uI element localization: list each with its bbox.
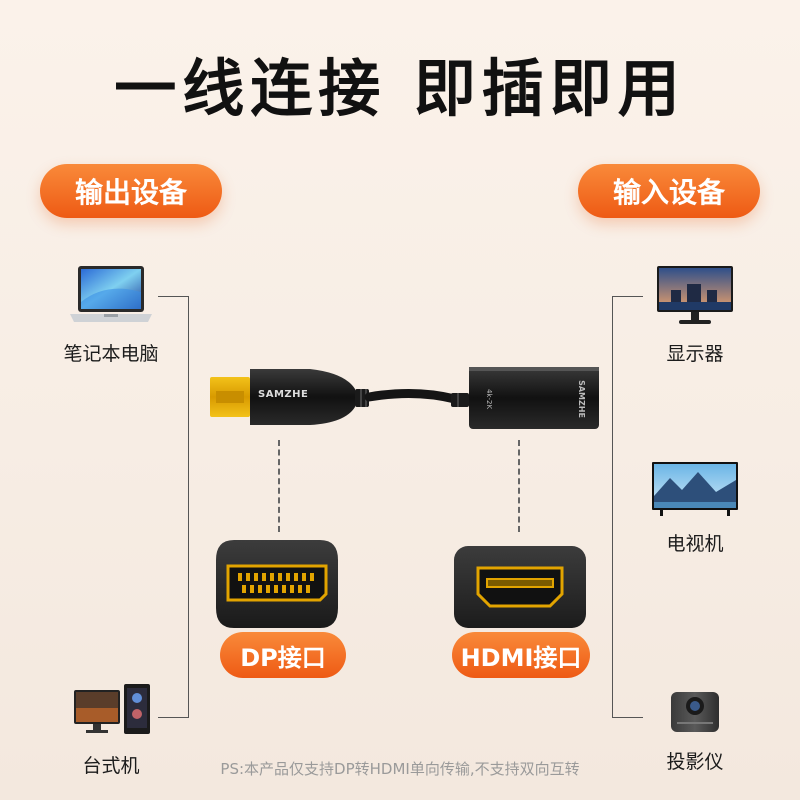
device-label-laptop: 笔记本电脑 [63,343,159,365]
housing-spec-text: 4k-2K [485,389,493,409]
hdmi-port-icon [454,546,586,628]
device-label-projector: 投影仪 [666,751,724,773]
output-devices-badge: 输出设备 [40,164,222,218]
dp-dash-line [278,440,280,532]
hdmi-housing [469,367,599,429]
device-label-tv: 电视机 [666,533,724,555]
plug-brand-text: SAMZHE [258,389,309,400]
device-label-monitor: 显示器 [666,343,724,365]
desktop-pc-icon [74,684,150,734]
laptop-icon [70,266,152,322]
tv-icon [652,462,738,516]
input-devices-bracket [612,296,643,718]
device-desktop: 台式机 [56,680,166,778]
hdmi-port-label: HDMI接口 [452,632,590,678]
dp-port-icon [216,540,338,628]
projector-icon [671,692,719,732]
hdmi-dash-line [518,440,520,532]
cable [364,388,460,404]
device-projector: 投影仪 [640,688,750,774]
dp-plug-housing [250,369,355,425]
dp-to-hdmi-adapter: 4k-2K SAMZHE [210,367,599,429]
footnote: PS:本产品仅支持DP转HDMI单向传输,不支持双向互转 [220,760,580,778]
device-tv: 电视机 [640,458,750,556]
dp-port-label: DP接口 [220,632,346,678]
device-laptop: 笔记本电脑 [56,262,166,366]
input-devices-badge: 输入设备 [578,164,760,218]
monitor-icon [657,266,733,324]
device-label-desktop: 台式机 [82,755,140,777]
housing-brand-text: SAMZHE [577,380,586,418]
output-devices-bracket [158,296,189,718]
device-monitor: 显示器 [640,264,750,366]
page-title: 一线连接 即插即用 [114,52,686,125]
